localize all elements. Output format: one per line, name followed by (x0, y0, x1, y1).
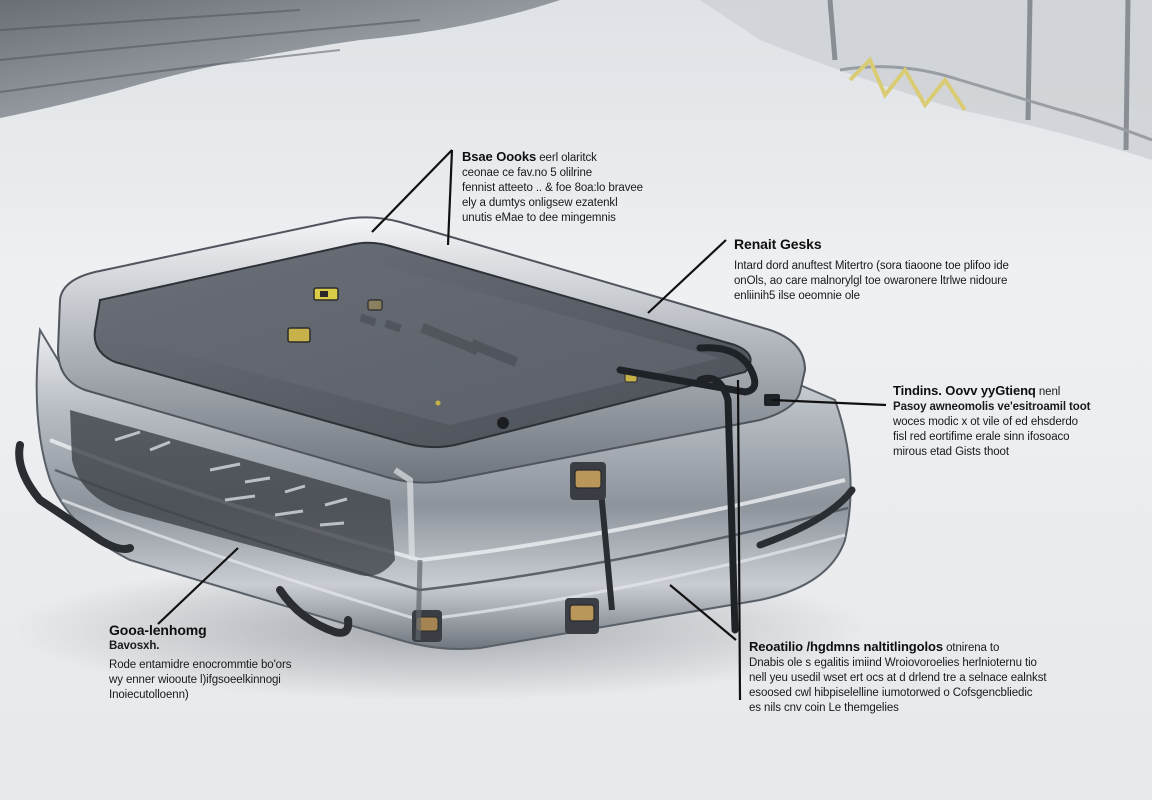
callout-reattach-handles: Reoatilio /hgdmns naltitlingolos otniren… (749, 638, 1047, 716)
case-strap (616, 344, 759, 634)
callout-line: wy enner wiooute l)ifgsoeelkinnogi (109, 674, 281, 686)
callout-line: nenl (1038, 386, 1061, 398)
callout-title: Tindins. Oovv yyGtienq (893, 383, 1036, 398)
screw-hole-icon (497, 417, 509, 429)
latch-icon (565, 598, 599, 634)
callout-line: Inoiecutolloenn) (109, 689, 189, 701)
leader-line-4 (157, 547, 239, 625)
callout-base-hooks: Bsae Oooks eerl olaritck ceonae ce fav.n… (462, 148, 643, 226)
callout-line: Intard dord anuftest Mitertro (sora tiao… (734, 260, 1009, 272)
callout-line: onOls, ao care malnorylgl toe owaronere … (734, 275, 1008, 287)
callout-line: fennist atteeto .. & foe 8oa:lo bravee (462, 182, 643, 194)
clip-icon (367, 299, 383, 311)
callout-rim-gaskets: Renait Gesks Intard dord anuftest Mitert… (734, 236, 1009, 304)
callout-title: Renait Gesks (734, 236, 822, 252)
case-handle-left (15, 441, 134, 553)
callout-line: otnirena to (946, 642, 1000, 654)
callout-line: Rode entamidre enocrommtie bo'ors (109, 659, 292, 671)
leader-line-3 (771, 398, 887, 407)
tray-embossing (359, 313, 519, 367)
callout-line: fisl red eortifime erale sinn ifosoaco (893, 431, 1070, 443)
callout-line: Dnabis ole s egalitis imiind Wroiovoroel… (749, 657, 1037, 669)
callout-line: nell yeu usedil wset ert ocs at d drlend… (749, 672, 1047, 684)
callout-line: es nils cnv coin Le themgelies (749, 702, 899, 714)
callout-line: ely a dumtys onligsew ezatenkl (462, 197, 618, 209)
callout-line: woces modic x ot vile of ed ehsderdo (893, 416, 1078, 428)
callout-line: ceonae ce fav.no 5 olilrine (462, 167, 593, 179)
background-fabric (0, 0, 560, 118)
clip-icon (287, 327, 311, 343)
callout-line: esoosed cwl hibpiselelline iumotorwed o … (749, 687, 1033, 699)
clip-icon (313, 287, 339, 301)
callout-title: Gooa-lenhomg (109, 622, 207, 638)
interior-tools (114, 430, 348, 527)
callout-line: Pasoy awneomolis ve'esitroamil toot (893, 401, 1091, 413)
callout-fittings: Tindins. Oovv yyGtienq nenl Pasoy awneom… (893, 382, 1090, 460)
leader-lines (157, 149, 887, 701)
latch-icon (570, 462, 606, 500)
callout-line: eerl olaritck (539, 152, 597, 164)
leader-line-1 (371, 149, 454, 246)
case-handle-front (276, 586, 353, 637)
leader-line-2 (647, 239, 727, 314)
callout-line: unutis eMae to dee mingemnis (462, 212, 616, 224)
case-handle-right (756, 486, 856, 549)
callout-title: Bsae Oooks (462, 149, 537, 164)
callout-line: enliinih5 ilse oeomnie ole (734, 290, 860, 302)
case-side-window (70, 410, 395, 576)
leader-line-5 (669, 379, 742, 701)
case-lower-shell (35, 326, 852, 650)
callout-line: mirous etad Gists thoot (893, 446, 1009, 458)
callout-subtitle: Bavosxh. (109, 640, 160, 652)
background-rack (700, 0, 1152, 160)
callout-lower-housing: Gooa-lenhomg Bavosxh. Rode entamidre eno… (109, 622, 291, 703)
callout-title: Reoatilio /hgdmns naltitlingolos (749, 639, 943, 654)
